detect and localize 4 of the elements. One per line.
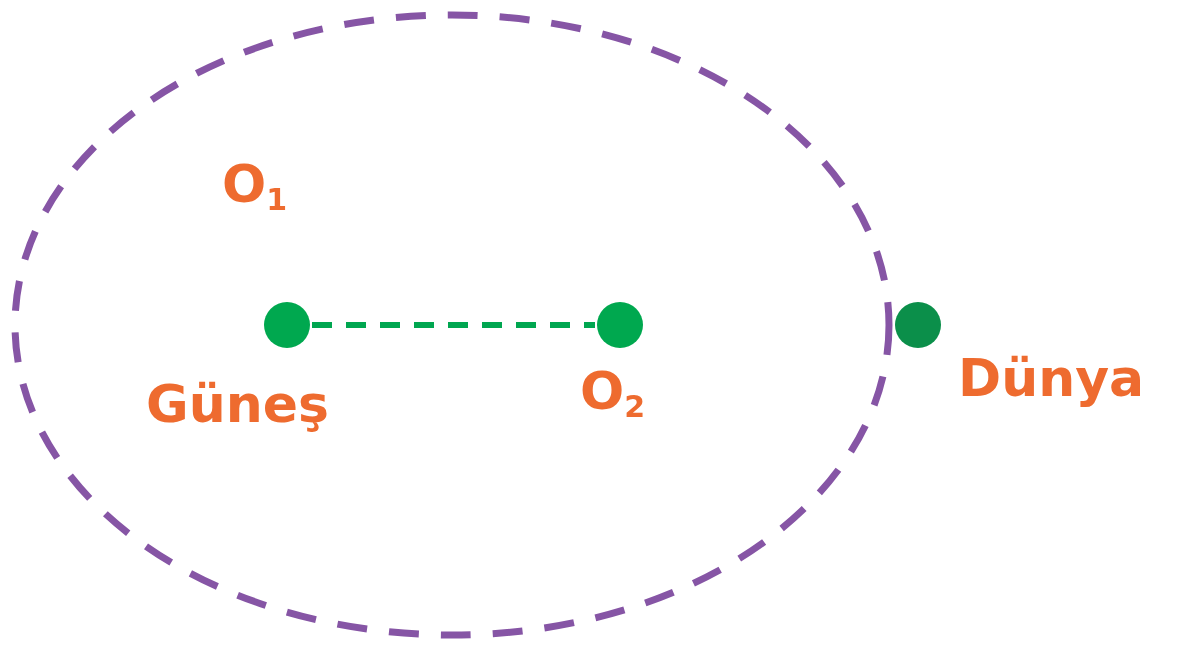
point-label: O$_{2}$ — [580, 365, 646, 417]
point-label: O$_{1}$ — [222, 158, 288, 210]
point-label: Güneş — [146, 378, 329, 430]
dashed-line — [312, 322, 595, 328]
